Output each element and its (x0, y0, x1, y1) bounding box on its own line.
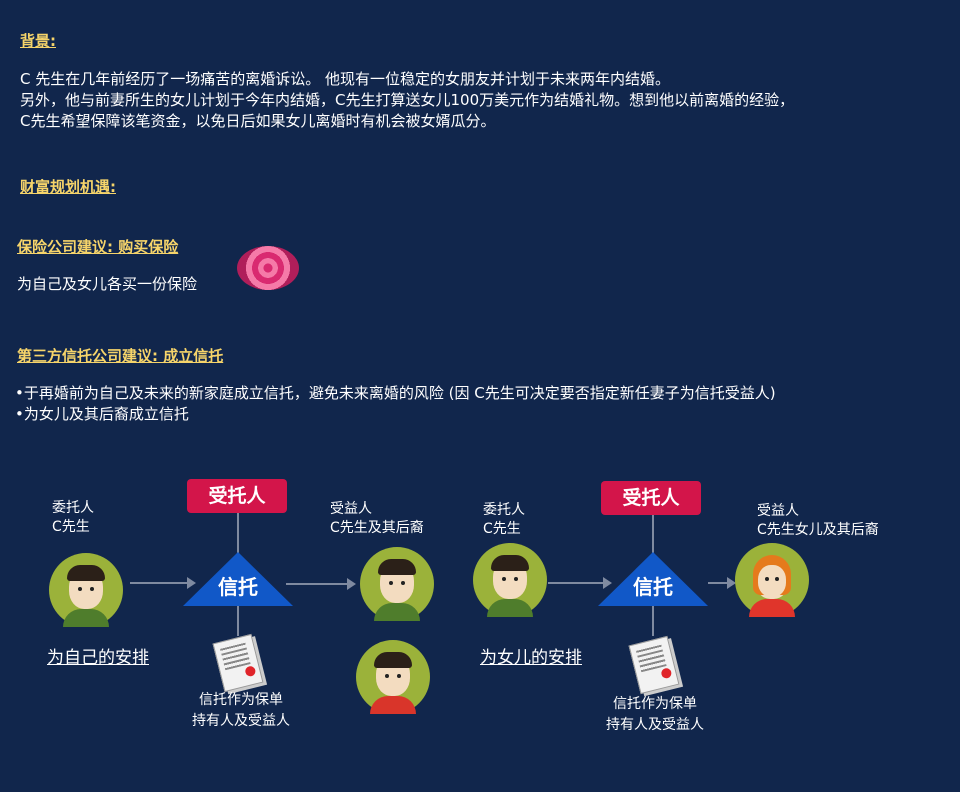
trustee-box: 受托人 (601, 481, 701, 515)
insurance-text: 为自己及女儿各买一份保险 (17, 275, 198, 293)
text-line: 另外，他与前妻所生的女儿计划于今年内结婚，C先生打算送女儿100万美元作为结婚礼… (20, 91, 795, 109)
bullet: •为女儿及其后裔成立信托 (15, 405, 189, 423)
trust-heading: 第三方信托公司建议: 成立信托 (17, 347, 224, 365)
document-icon (212, 633, 264, 693)
beneficiary-avatar (360, 547, 434, 621)
trust-triangle (598, 552, 708, 606)
trust-label: 信托 (218, 575, 258, 599)
arrow-icon (708, 577, 736, 589)
insurance-heading: 保险公司建议: 购买保险 (17, 238, 179, 256)
background-text: C 先生在几年前经历了一场痛苦的离婚诉讼。 他现有一位稳定的女朋友并计划于未来两… (20, 69, 794, 132)
settlor-avatar (473, 543, 547, 617)
opportunity-heading: 财富规划机遇: (20, 178, 116, 196)
doc-caption: 信托作为保单持有人及受益人 (606, 696, 704, 733)
text-line: C 先生在几年前经历了一场痛苦的离婚诉讼。 他现有一位稳定的女朋友并计划于未来两… (20, 70, 671, 88)
bullet: •于再婚前为自己及未来的新家庭成立信托，避免未来离婚的风险 (因 C先生可决定要… (15, 384, 776, 402)
target-icon (237, 246, 299, 290)
trust-label: 信托 (633, 575, 673, 599)
text-line: C先生希望保障该笔资金，以免日后如果女儿离婚时有机会被女婿瓜分。 (20, 112, 496, 130)
document-icon (628, 635, 680, 695)
trust-bullets: •于再婚前为自己及未来的新家庭成立信托，避免未来离婚的风险 (因 C先生可决定要… (15, 383, 776, 425)
settlor-avatar (49, 553, 123, 627)
trust-triangle (183, 552, 293, 606)
arrangement-self-caption: 为自己的安排 (47, 648, 149, 668)
daughter-avatar (735, 543, 809, 617)
arrow-icon (286, 578, 356, 590)
beneficiary-child-avatar (356, 640, 430, 714)
background-heading: 背景: (20, 32, 56, 50)
trustee-box: 受托人 (187, 479, 287, 513)
doc-caption: 信托作为保单持有人及受益人 (192, 692, 290, 729)
arrangement-daughter-caption: 为女儿的安排 (480, 648, 582, 668)
